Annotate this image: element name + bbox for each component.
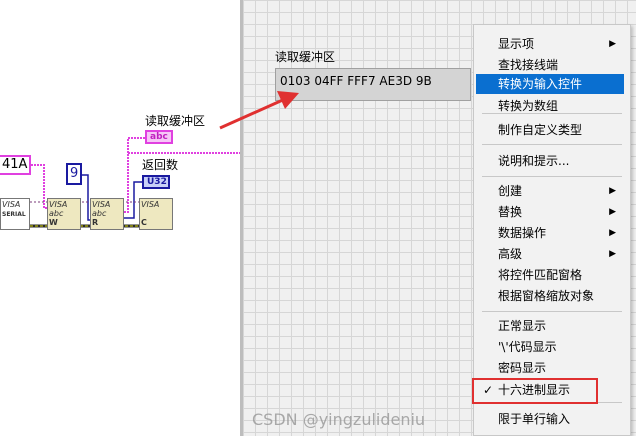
visa-label: VISA (141, 200, 160, 209)
visa-label: VISA (49, 200, 68, 209)
menu-item-label: 转换为数组 (498, 99, 559, 113)
submenu-arrow-icon: ▶ (609, 228, 616, 238)
menu-item-label: 数据操作 (498, 226, 547, 240)
menu-item-label: 转换为输入控件 (498, 77, 583, 91)
menu-item-label: 高级 (498, 247, 523, 261)
menu-item-label: '\'代码显示 (498, 340, 557, 354)
menu-item-label: 正常显示 (498, 319, 547, 333)
menu-item[interactable]: 高级 ▶ (476, 244, 624, 264)
menu-item[interactable]: 将控件匹配窗格 (476, 265, 624, 285)
indicator-value: 0103 04FF FFF7 AE3D 9B (280, 74, 432, 88)
menu-separator (482, 113, 622, 114)
red-arrow-annotation (219, 91, 299, 130)
indicator-label: 读取缓冲区 (275, 50, 336, 64)
menu-item[interactable]: 转换为数组 (476, 96, 624, 116)
read-buffer-terminal[interactable]: abc (145, 130, 173, 144)
menu-item[interactable]: 说明和提示... (476, 151, 624, 171)
menu-item-label: 查找接线端 (498, 58, 559, 72)
menu-item-label: 显示项 (498, 37, 535, 51)
menu-item-label: 替换 (498, 205, 523, 219)
serial-label: SERIAL (2, 211, 26, 218)
menu-item-label: 密码显示 (498, 361, 547, 375)
menu-item[interactable]: 密码显示 (476, 358, 624, 378)
context-menu: 显示项▶查找接线端转换为输入控件转换为数组制作自定义类型说明和提示...创建▶替… (473, 24, 631, 436)
read-buffer-indicator[interactable]: 0103 04FF FFF7 AE3D 9B (275, 68, 471, 101)
menu-item-label: 说明和提示... (498, 154, 570, 168)
submenu-arrow-icon: ▶ (609, 186, 616, 196)
close-letter: C (141, 218, 147, 227)
menu-item[interactable]: 显示项 ▶ (476, 34, 624, 54)
menu-item[interactable]: 根据窗格缩放对象 (476, 286, 624, 306)
check-icon: ✓ (483, 383, 494, 397)
visa-close-node[interactable]: VISA C (139, 198, 173, 230)
menu-item[interactable]: 制作自定义类型 (476, 120, 624, 140)
write-letter: W (49, 218, 58, 227)
return-count-terminal-label: 返回数 (142, 158, 179, 172)
menu-item-label: 制作自定义类型 (498, 123, 583, 137)
string-constant[interactable]: 41A (0, 155, 32, 175)
window-splitter[interactable] (240, 0, 243, 436)
menu-item[interactable]: '\'代码显示 (476, 337, 624, 357)
read-letter: R (92, 218, 99, 227)
visa-label: VISA (2, 200, 21, 209)
menu-separator (482, 144, 622, 145)
menu-item-label: 限于单行输入 (498, 412, 571, 426)
menu-item-label: 根据窗格缩放对象 (498, 289, 595, 303)
numeric-constant[interactable]: 9 (66, 163, 83, 185)
return-count-terminal[interactable]: U32 (142, 175, 170, 189)
menu-item[interactable]: 创建 ▶ (476, 181, 624, 201)
read-buffer-terminal-label: 读取缓冲区 (145, 114, 206, 128)
menu-separator (482, 311, 622, 312)
menu-item[interactable]: 数据操作 ▶ (476, 223, 624, 243)
menu-item-label: 将控件匹配窗格 (498, 268, 583, 282)
submenu-arrow-icon: ▶ (609, 39, 616, 49)
menu-item[interactable]: 正常显示 (476, 316, 624, 336)
visa-label: VISA (92, 200, 111, 209)
red-highlight-box (472, 378, 598, 404)
menu-item[interactable]: 查找接线端 (476, 55, 624, 75)
submenu-arrow-icon: ▶ (609, 249, 616, 259)
menu-item[interactable]: 限于单行输入 (476, 409, 624, 429)
menu-item[interactable]: ✓ 十六进制显示 (476, 380, 624, 400)
watermark: CSDN @yingzulideniu (252, 410, 426, 429)
menu-item[interactable]: 转换为输入控件 (476, 74, 624, 94)
menu-item[interactable]: 替换 ▶ (476, 202, 624, 222)
submenu-arrow-icon: ▶ (609, 207, 616, 217)
menu-item-label: 创建 (498, 184, 523, 198)
menu-item-label: 十六进制显示 (498, 383, 571, 397)
menu-separator (482, 176, 622, 177)
visa-resource-constant[interactable]: VISA SERIAL (0, 198, 30, 230)
